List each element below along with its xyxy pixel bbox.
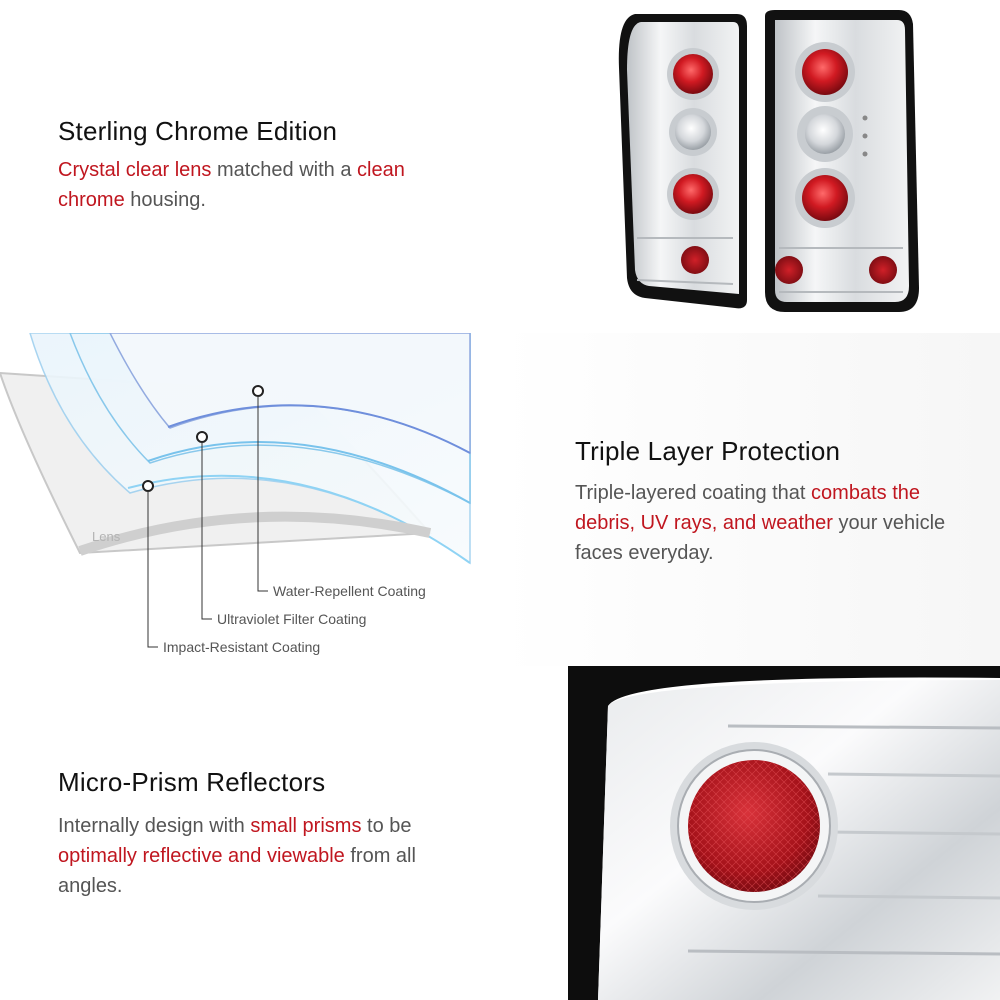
highlight-text: clean chrome bbox=[58, 159, 405, 211]
coating-label: Ultraviolet Filter Coating bbox=[217, 611, 366, 627]
coating-layers-diagram: Lens Water-Repellent Coating Ultraviolet… bbox=[0, 333, 471, 655]
coating-label: Water-Repellent Coating bbox=[273, 583, 426, 599]
feature-section-protection: Lens Water-Repellent Coating Ultraviolet… bbox=[0, 333, 1000, 666]
callout-impact-resistant: Impact-Resistant Coating bbox=[142, 480, 320, 655]
feature-section-chrome: Sterling Chrome Edition Crystal clear le… bbox=[0, 0, 1000, 333]
callout-water-repellent: Water-Repellent Coating bbox=[252, 385, 426, 599]
chrome-edition-description: Crystal clear lens matched with a clean … bbox=[58, 155, 418, 215]
highlight-text: combats the debris, UV rays, and weather bbox=[575, 482, 920, 534]
highlight-text: Crystal clear lens bbox=[58, 159, 212, 181]
chrome-edition-title: Sterling Chrome Edition bbox=[58, 116, 338, 146]
red-reflector bbox=[670, 742, 838, 910]
protection-description: Triple-layered coating that combats the … bbox=[575, 478, 960, 568]
coating-label: Impact-Resistant Coating bbox=[163, 639, 320, 655]
feature-section-reflectors: Micro-Prism Reflectors Internally design… bbox=[0, 666, 1000, 1000]
highlight-text: small prisms bbox=[250, 815, 362, 837]
highlight-text: optimally reflective and viewable bbox=[58, 845, 345, 867]
body-text: your vehicle faces everyday. bbox=[575, 512, 946, 564]
protection-title: Triple Layer Protection bbox=[575, 436, 841, 466]
reflector-closeup-image bbox=[568, 666, 1000, 1000]
reflectors-title: Micro-Prism Reflectors bbox=[58, 767, 326, 797]
body-text: matched with a bbox=[211, 159, 358, 181]
body-text: from all angles. bbox=[58, 845, 416, 897]
body-text: housing. bbox=[124, 189, 206, 211]
reflectors-description: Internally design with small prisms to b… bbox=[58, 811, 438, 901]
callout-ultraviolet-filter: Ultraviolet Filter Coating bbox=[196, 431, 366, 627]
tail-lights-product-image bbox=[618, 10, 919, 312]
left-tail-light bbox=[618, 14, 747, 309]
body-text: Internally design with bbox=[58, 815, 251, 837]
body-text: to be bbox=[361, 815, 412, 837]
body-text: Triple-layered coating that bbox=[575, 482, 812, 504]
right-tail-light bbox=[765, 10, 919, 312]
lens-label: Lens bbox=[92, 529, 121, 544]
